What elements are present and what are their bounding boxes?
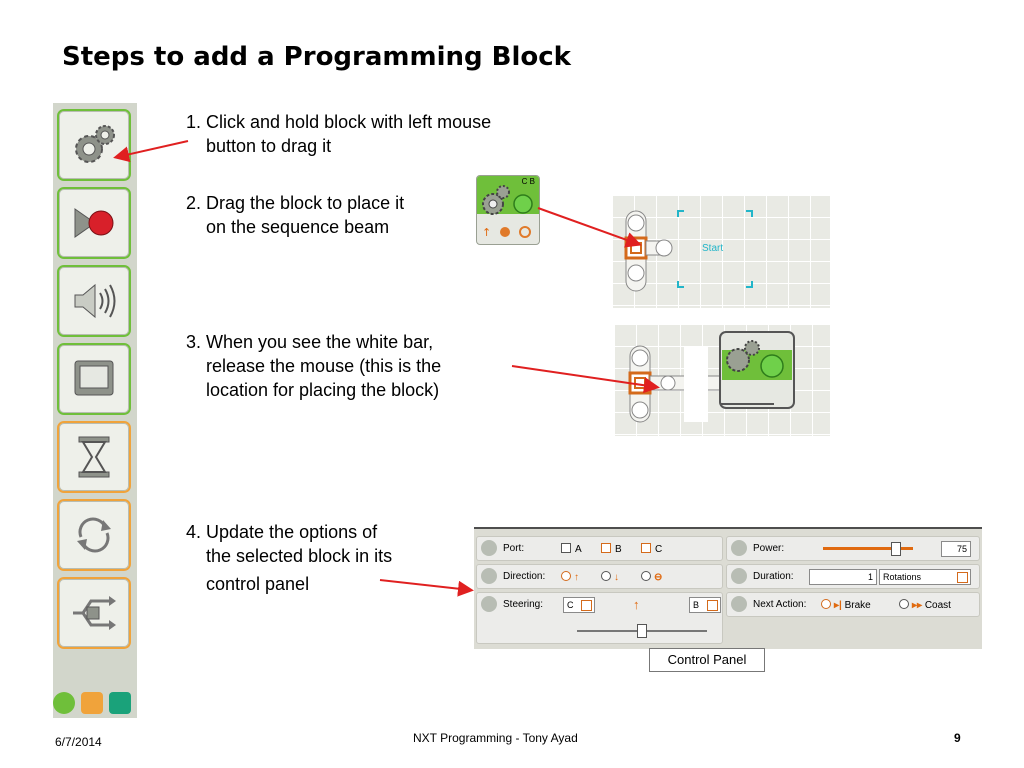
steering-left-select[interactable]: C — [563, 597, 595, 613]
duration-unit-value: Rotations — [883, 572, 922, 582]
svg-text:↑: ↑ — [482, 226, 491, 239]
white-bar-drawing — [628, 331, 795, 423]
port-c-checkbox[interactable]: C — [641, 543, 662, 555]
step-3-line-1: 3. When you see the white bar, — [186, 332, 434, 352]
direction-icon — [481, 568, 497, 584]
page-number: 9 — [954, 731, 961, 745]
port-b-checkbox[interactable]: B — [601, 543, 622, 555]
control-panel: Port: A B C Direction: ↑ ↓ ⊖ Steering: C… — [474, 527, 982, 649]
power-row: Power: 75 — [726, 536, 980, 561]
custom-palette-tab[interactable] — [109, 692, 131, 714]
step-2-line-1: 2. Drag the block to place it — [186, 193, 405, 213]
steering-right-select[interactable]: B — [689, 597, 721, 613]
steering-left-value: C — [567, 600, 574, 610]
brake-label: Brake — [844, 600, 871, 611]
steering-row: Steering: C ↑ B — [476, 592, 723, 644]
step-4-line-2: the selected block in its — [206, 546, 393, 566]
sequence-beam-image: Start — [612, 195, 830, 308]
loop-block-button[interactable] — [57, 499, 131, 571]
port-row: Port: A B C — [476, 536, 723, 561]
arrow-step-3 — [511, 365, 660, 394]
port-a-label: A — [575, 544, 582, 555]
arrow-step-2 — [537, 207, 642, 248]
move-block-button[interactable] — [57, 109, 131, 181]
switch-icon — [73, 596, 116, 630]
duration-row: Duration: 1 Rotations — [726, 564, 980, 589]
brake-radio[interactable]: ▸| Brake — [821, 599, 871, 611]
power-slider-handle[interactable] — [891, 542, 901, 556]
steering-right-value: B — [693, 600, 700, 610]
sound-block-button[interactable] — [57, 265, 131, 337]
power-label: Power: — [753, 543, 785, 554]
steering-forward-icon: ↑ — [633, 597, 640, 612]
common-palette-tab[interactable] — [53, 692, 75, 714]
port-c-label: C — [655, 544, 663, 555]
steering-slider-handle[interactable] — [637, 624, 647, 638]
sequence-beam-drawing — [624, 210, 753, 292]
port-label: Port: — [503, 543, 525, 554]
step-1-text: 1. Click and hold block with left mouse … — [186, 110, 491, 158]
switch-block-button[interactable] — [57, 577, 131, 649]
port-icon — [481, 540, 497, 556]
direction-stop-radio[interactable]: ⊖ — [641, 571, 662, 583]
record-icon — [74, 208, 114, 238]
direction-forward-radio[interactable]: ↑ — [561, 571, 579, 583]
slide-title: Steps to add a Programming Block — [62, 42, 571, 72]
direction-backward-radio[interactable]: ↓ — [601, 571, 619, 583]
power-value-input[interactable]: 75 — [941, 541, 971, 557]
next-action-row: Next Action: ▸| Brake ▸▸ Coast — [726, 592, 980, 617]
duration-unit-select[interactable]: Rotations — [879, 569, 971, 585]
coast-label: Coast — [924, 600, 951, 611]
steering-icon — [481, 596, 497, 612]
start-label: Start — [702, 243, 724, 254]
step-4-line-3: control panel — [206, 574, 310, 594]
step-2-line-2: on the sequence beam — [206, 217, 390, 237]
steering-label: Steering: — [503, 599, 544, 610]
port-a-checkbox[interactable]: A — [561, 543, 582, 555]
coast-radio[interactable]: ▸▸ Coast — [899, 599, 951, 611]
arrow-step-1 — [113, 140, 189, 163]
block-palette — [53, 103, 137, 718]
duration-value-input[interactable]: 1 — [809, 569, 877, 585]
power-slider[interactable] — [823, 547, 913, 550]
port-b-label: B — [615, 544, 622, 555]
display-block-button[interactable] — [57, 343, 131, 415]
step-1-line-2: button to drag it — [206, 136, 332, 156]
footer-title: NXT Programming - Tony Ayad — [413, 731, 578, 745]
move-block-thumbnail: C B ↑ — [476, 175, 540, 245]
record-block-button[interactable] — [57, 187, 131, 259]
next-action-label: Next Action: — [753, 599, 807, 610]
step-1-line-1: 1. Click and hold block with left mouse — [186, 112, 492, 132]
block-ports-label: C B — [521, 177, 535, 186]
step-3-line-2: release the mouse (this is the — [206, 356, 442, 376]
hourglass-icon — [78, 436, 110, 478]
speaker-icon — [74, 283, 116, 319]
next-action-icon — [731, 596, 747, 612]
gears-icon — [75, 125, 115, 163]
direction-label: Direction: — [503, 571, 546, 582]
step-4-line-1: 4. Update the options of — [186, 522, 378, 542]
direction-row: Direction: ↑ ↓ ⊖ — [476, 564, 723, 589]
step-4-text: 4. Update the options of the selected bl… — [186, 520, 392, 596]
gears-icon: ↑ — [482, 185, 533, 239]
power-icon — [731, 540, 747, 556]
arrow-step-4 — [379, 579, 474, 597]
duration-icon — [731, 568, 747, 584]
control-panel-caption: Control Panel — [649, 648, 765, 672]
loop-icon — [77, 517, 111, 553]
step-3-line-3: location for placing the block) — [206, 380, 440, 400]
step-2-text: 2. Drag the block to place it on the seq… — [186, 191, 404, 239]
display-icon — [74, 360, 114, 396]
wait-block-button[interactable] — [57, 421, 131, 493]
duration-label: Duration: — [753, 571, 794, 582]
complete-palette-tab[interactable] — [81, 692, 103, 714]
step-3-text: 3. When you see the white bar, release t… — [186, 330, 441, 402]
footer-date: 6/7/2014 — [55, 735, 102, 749]
